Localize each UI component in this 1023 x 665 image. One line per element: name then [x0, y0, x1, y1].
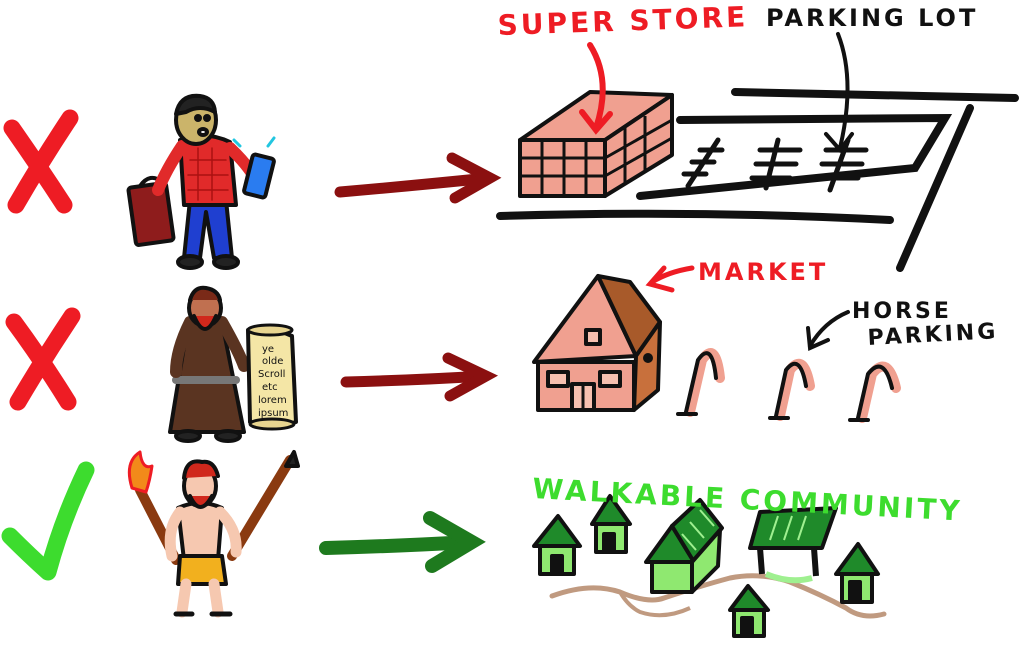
scroll-text-line: ye [262, 344, 274, 355]
market-building [532, 274, 662, 412]
medieval-monk-figure [168, 285, 250, 443]
phone-icon [242, 152, 276, 200]
superstore-label: SUPER STORE [497, 0, 749, 42]
horse-parking-label-line1: HORSE [852, 299, 952, 324]
scroll-text-line: etc [262, 382, 278, 393]
row-market: ye olde Scroll etc lorem ipsum [5, 258, 999, 443]
check-mark-icon [1, 461, 95, 581]
pointer-arrow-red-icon [645, 265, 695, 293]
x-mark-icon [3, 109, 79, 214]
modern-shopper-figure [126, 93, 276, 270]
caveman-figure [127, 450, 300, 618]
superstore-building [518, 90, 674, 198]
horse-parking-posts [676, 348, 901, 423]
village-path [549, 573, 887, 619]
scroll-text-line: Scroll [258, 369, 285, 380]
briefcase-icon [126, 181, 176, 247]
community-huts [532, 494, 880, 638]
scroll-text-line: olde [262, 356, 283, 367]
house-icon [644, 498, 724, 594]
arrow-right-icon [319, 511, 486, 573]
scroll-text-line: ipsum [258, 408, 288, 419]
parking-lot-label: PARKING LOT [766, 4, 978, 32]
village-path [618, 590, 691, 618]
hut-icon [834, 542, 880, 604]
hut-icon [728, 584, 770, 638]
row-superstore: SUPER STORE PARKING LOT [3, 0, 1019, 272]
x-mark-icon [5, 307, 81, 411]
hut-icon [590, 494, 632, 554]
market-label: MARKET [698, 258, 828, 286]
parking-lot [496, 88, 1019, 272]
hut-icon [532, 514, 582, 576]
arrow-right-icon [334, 152, 502, 204]
fire-icon [127, 450, 154, 494]
pointer-arrow-black-icon [806, 310, 850, 351]
arrow-right-icon [340, 352, 499, 402]
row-walkable-community: WALKABLE COMMUNITY [1, 450, 963, 638]
pointer-arrow-black-icon [824, 32, 854, 154]
scroll-icon: ye olde Scroll etc lorem ipsum [246, 323, 298, 431]
scroll-text-line: lorem [258, 395, 287, 406]
pointer-arrow-red-icon [579, 42, 613, 135]
house-icon [748, 506, 838, 584]
